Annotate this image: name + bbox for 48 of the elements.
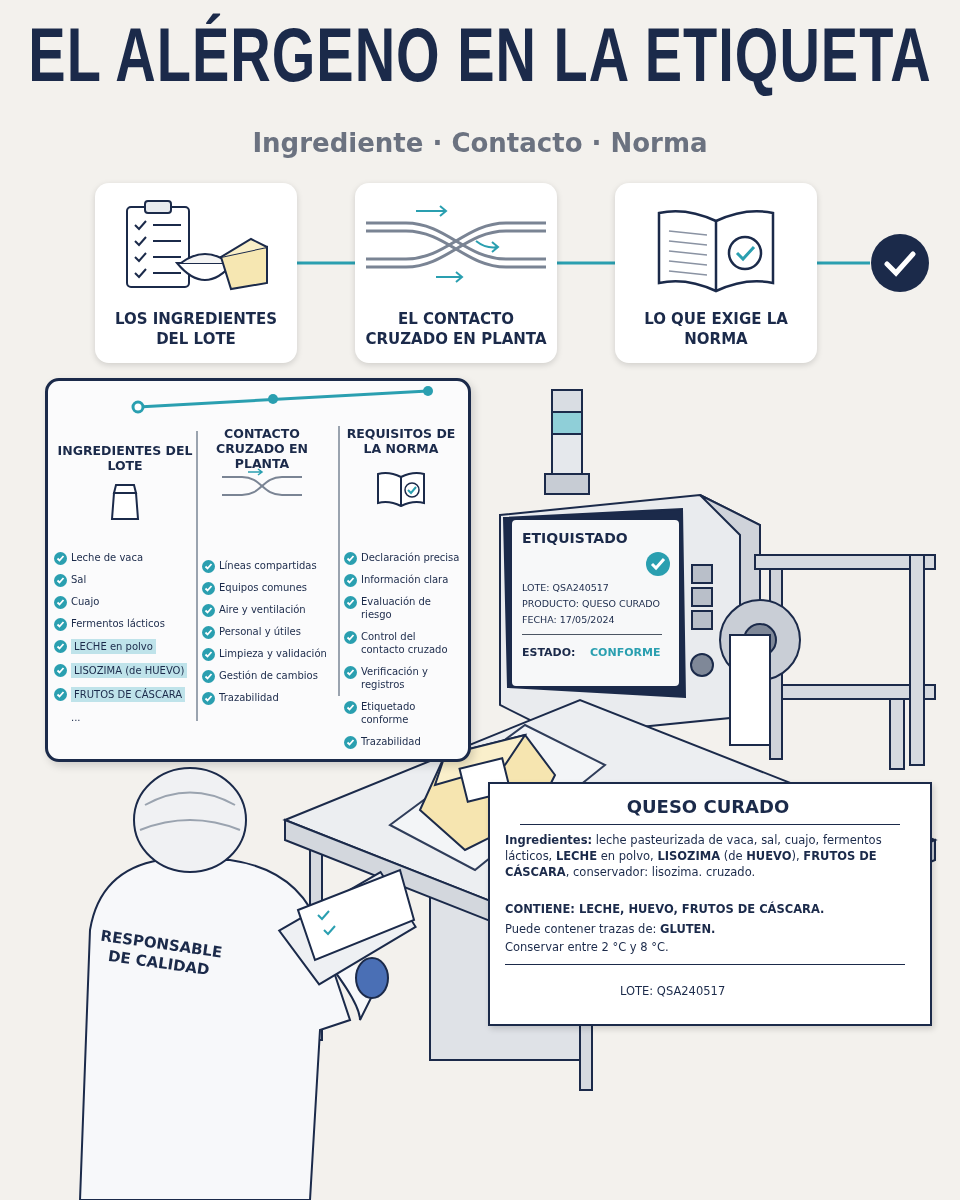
status-label: ESTADO: (522, 646, 576, 659)
card-title: LOS INGREDIENTES DEL LOTE (113, 309, 279, 349)
checklist-item: Trazabilidad (219, 691, 280, 704)
screen-text: PRODUCTO: QUESO CURADO (522, 598, 661, 609)
trace-warning: Puede contener trazas de: GLUTEN. (505, 922, 717, 936)
checklist-item: LECHE en polvo (71, 639, 156, 654)
checklist-item: Personal y útiles (219, 625, 302, 638)
checklist-item: Trazabilidad (361, 735, 422, 748)
column-heading: REQUISITOS DE LA NORMA (345, 426, 457, 456)
card-title: EL CONTACTO CRUZADO EN PLANTA (364, 309, 548, 349)
checklist-item: Fermentos lácticos (71, 617, 166, 630)
label-title: QUESO CURADO (625, 796, 791, 817)
ingredients-text: Ingredientes: leche pasteurizada de vaca, sal, cuajo, fermentos lácticos, LECHE en polvo, LISOZIMA (de HUEVO), FRUTOS DE CÁSCARA, conservador: lisozima. cruzado. (505, 832, 883, 880)
checklist-item: Limpieza y validación (219, 647, 328, 660)
lot-number: LOTE: QSA240517 (620, 984, 726, 998)
process-card (95, 183, 297, 363)
process-card (615, 183, 817, 363)
allergen-statement: CONTIENE: LECHE, HUEVO, FRUTOS DE CÁSCARA. (505, 902, 826, 916)
checklist-item: Declaración precisa (361, 551, 461, 564)
checklist-item: Equipos comunes (219, 581, 309, 594)
checklist-item: LISOZIMA (de HUEVO) (71, 663, 188, 678)
subtitle: Ingrediente · Contacto · Norma (251, 128, 709, 158)
checklist-item: FRUTOS DE CÁSCARA (71, 687, 186, 702)
checklist-item: Leche de vaca (71, 551, 145, 564)
card-title: LO QUE EXIGE LA NORMA (643, 309, 789, 349)
connector-line (817, 261, 870, 265)
connector-line (297, 261, 355, 265)
screen-text: LOTE: QSA240517 (522, 582, 609, 593)
column-heading: CONTACTO CRUZADO EN PLANTA (214, 426, 309, 471)
checklist-item: Sal (71, 573, 88, 586)
screen-text: FECHA: 17/05/2024 (522, 614, 615, 625)
checklist-item: Gestión de cambios (219, 669, 319, 682)
screen-heading: ETIQUISTADO (522, 530, 628, 546)
checklist-item: Información clara (361, 573, 450, 586)
checklist-item: Verificación y registros (361, 665, 429, 691)
connector-line (557, 261, 615, 265)
column-heading: INGREDIENTES DEL LOTE (56, 443, 194, 473)
status-value: CONFORME (590, 646, 661, 659)
checklist-item: Etiquetado conforme (361, 700, 417, 726)
storage-text: Conservar entre 2 °C y 8 °C. (505, 940, 670, 954)
checklist-item: Control del contacto cruzado (361, 630, 449, 656)
ellipsis-text: ... (71, 711, 82, 724)
checklist-item: Cuajo (71, 595, 101, 608)
checklist-item: Aire y ventilación (219, 603, 307, 616)
title: EL ALÉRGENO EN LA ETIQUETA (27, 11, 933, 99)
process-card (355, 183, 557, 363)
checklist-item: Evaluación de riesgo (361, 595, 433, 621)
checklist-item: Líneas compartidas (219, 559, 318, 572)
